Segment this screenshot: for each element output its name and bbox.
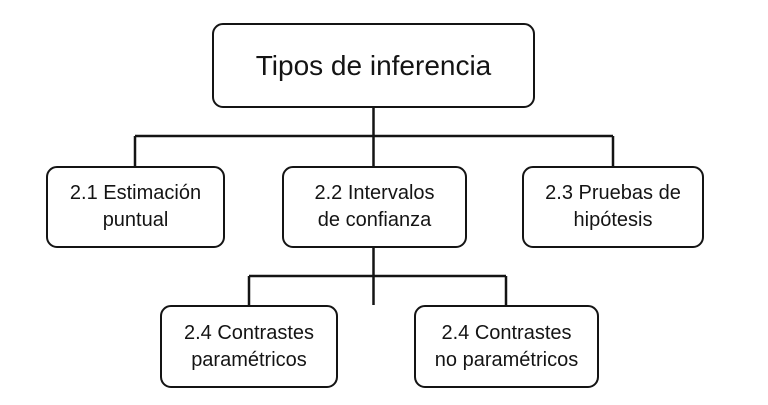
connector-level2-to-level3 [247, 248, 508, 305]
node-label-line: de confianza [317, 209, 432, 231]
node-contrastes-no-parametricos: 2.4 Contrastes no paramétricos [414, 305, 599, 388]
node-label: Tipos de inferencia [255, 49, 492, 81]
node-pruebas-de-hipotesis: 2.3 Pruebas de hipótesis [522, 166, 704, 248]
node-label-line: no paramétricos [434, 348, 579, 371]
node-label-line: 2.1 Estimación [69, 182, 202, 204]
node-contrastes-parametricos: 2.4 Contrastes paramétricos [160, 305, 338, 388]
node-label-line: hipótesis [573, 209, 653, 231]
connector-root-to-level2 [133, 108, 615, 166]
node-estimacion-puntual: 2.1 Estimación puntual [46, 166, 225, 248]
node-tipos-de-inferencia: Tipos de inferencia [212, 23, 535, 108]
node-label-line: puntual [102, 209, 169, 231]
node-label-line: 2.3 Pruebas de [545, 182, 681, 204]
node-label-line: 2.2 Intervalos [314, 182, 435, 204]
node-intervalos-de-confianza: 2.2 Intervalos de confianza [282, 166, 467, 248]
node-label-line: 2.4 Contrastes [441, 321, 572, 344]
node-label-line: 2.4 Contrastes [183, 321, 315, 344]
node-label-line: paramétricos [191, 348, 307, 371]
